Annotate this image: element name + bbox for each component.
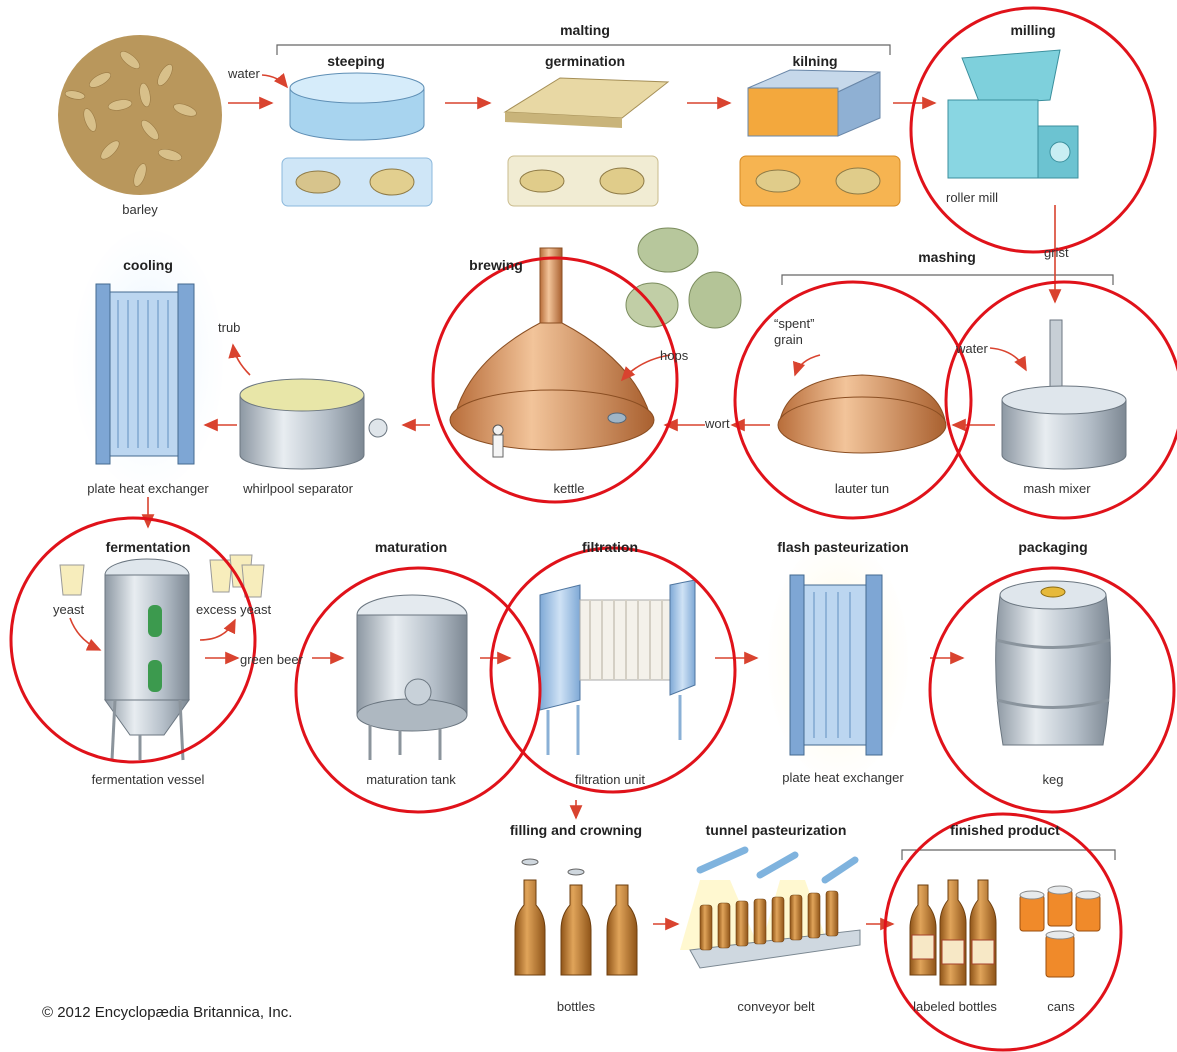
spent-grain-label: “spent” grain (774, 316, 844, 348)
keg-label: keg (1043, 772, 1064, 787)
cooling-heading: cooling (123, 257, 173, 273)
crowning-bottles-image (515, 859, 637, 975)
malting-heading: malting (560, 22, 610, 38)
water-label-1: water (228, 66, 260, 81)
flash-pasteurization-heading: flash pasteurization (777, 539, 908, 555)
germination-heading: germination (545, 53, 625, 69)
bottles-label: bottles (557, 999, 595, 1014)
steeping-heading: steeping (327, 53, 385, 69)
kilning-heading: kilning (792, 53, 837, 69)
fermentation-vessel-label: fermentation vessel (92, 772, 205, 787)
mash-mixer-label: mash mixer (1023, 481, 1090, 496)
brewing-heading: brewing (469, 257, 523, 273)
tunnel-pasteurization-heading: tunnel pasteurization (706, 822, 847, 838)
lauter-tun-label: lauter tun (835, 481, 889, 496)
germination-tray-image (505, 78, 668, 206)
plate-heat-exchanger-2-image (768, 540, 908, 780)
maturation-tank-label: maturation tank (366, 772, 456, 787)
whirlpool-separator-image (240, 379, 387, 469)
plate-heat-exchanger-label-2: plate heat exchanger (782, 770, 903, 785)
filtration-heading: filtration (582, 539, 638, 555)
wort-label: wort (705, 416, 730, 431)
mash-mixer-image (1002, 320, 1126, 469)
filtration-unit-image (540, 580, 695, 755)
steeping-tank-image (282, 73, 432, 206)
lauter-tun-image (778, 375, 946, 453)
trub-label: trub (218, 320, 240, 335)
milling-heading: milling (1010, 22, 1055, 38)
copyright-notice: © 2012 Encyclopædia Britannica, Inc. (42, 1004, 292, 1021)
maturation-heading: maturation (375, 539, 447, 555)
fermentation-vessel-image (105, 559, 189, 760)
plate-heat-exchanger-label-1: plate heat exchanger (87, 481, 208, 496)
kettle-label: kettle (553, 481, 584, 496)
finished-product-bracket (902, 850, 1115, 860)
whirlpool-separator-label: whirlpool separator (243, 481, 353, 496)
conveyor-belt-label: conveyor belt (737, 999, 814, 1014)
labeled-bottles-label: labeled bottles (913, 999, 997, 1014)
cans-label: cans (1047, 999, 1074, 1014)
finished-product-heading: finished product (950, 822, 1060, 838)
water-label-2: water (956, 341, 988, 356)
excess-yeast-label: excess yeast (196, 602, 271, 617)
barley-label: barley (122, 202, 157, 217)
filling-and-crowning-heading: filling and crowning (510, 822, 642, 838)
mashing-heading: mashing (918, 249, 976, 265)
fermentation-heading: fermentation (106, 539, 191, 555)
grist-label: grist (1044, 245, 1069, 260)
hops-image (626, 228, 741, 328)
kilning-kiln-image (740, 70, 900, 206)
yeast-glass-image (60, 565, 84, 595)
roller-mill-label: roller mill (946, 190, 998, 205)
yeast-label: yeast (53, 602, 84, 617)
barley-pile-image (58, 35, 222, 195)
keg-image (996, 581, 1111, 745)
maturation-tank-image (357, 595, 467, 760)
tunnel-pasteurizer-image (680, 850, 860, 968)
green-beer-label: green beer (240, 652, 303, 667)
packaging-heading: packaging (1018, 539, 1087, 555)
labeled-bottles-image (910, 880, 996, 985)
roller-mill-image (948, 50, 1078, 178)
cans-image (1020, 886, 1100, 977)
filtration-unit-label: filtration unit (575, 772, 645, 787)
hops-label: hops (660, 348, 688, 363)
